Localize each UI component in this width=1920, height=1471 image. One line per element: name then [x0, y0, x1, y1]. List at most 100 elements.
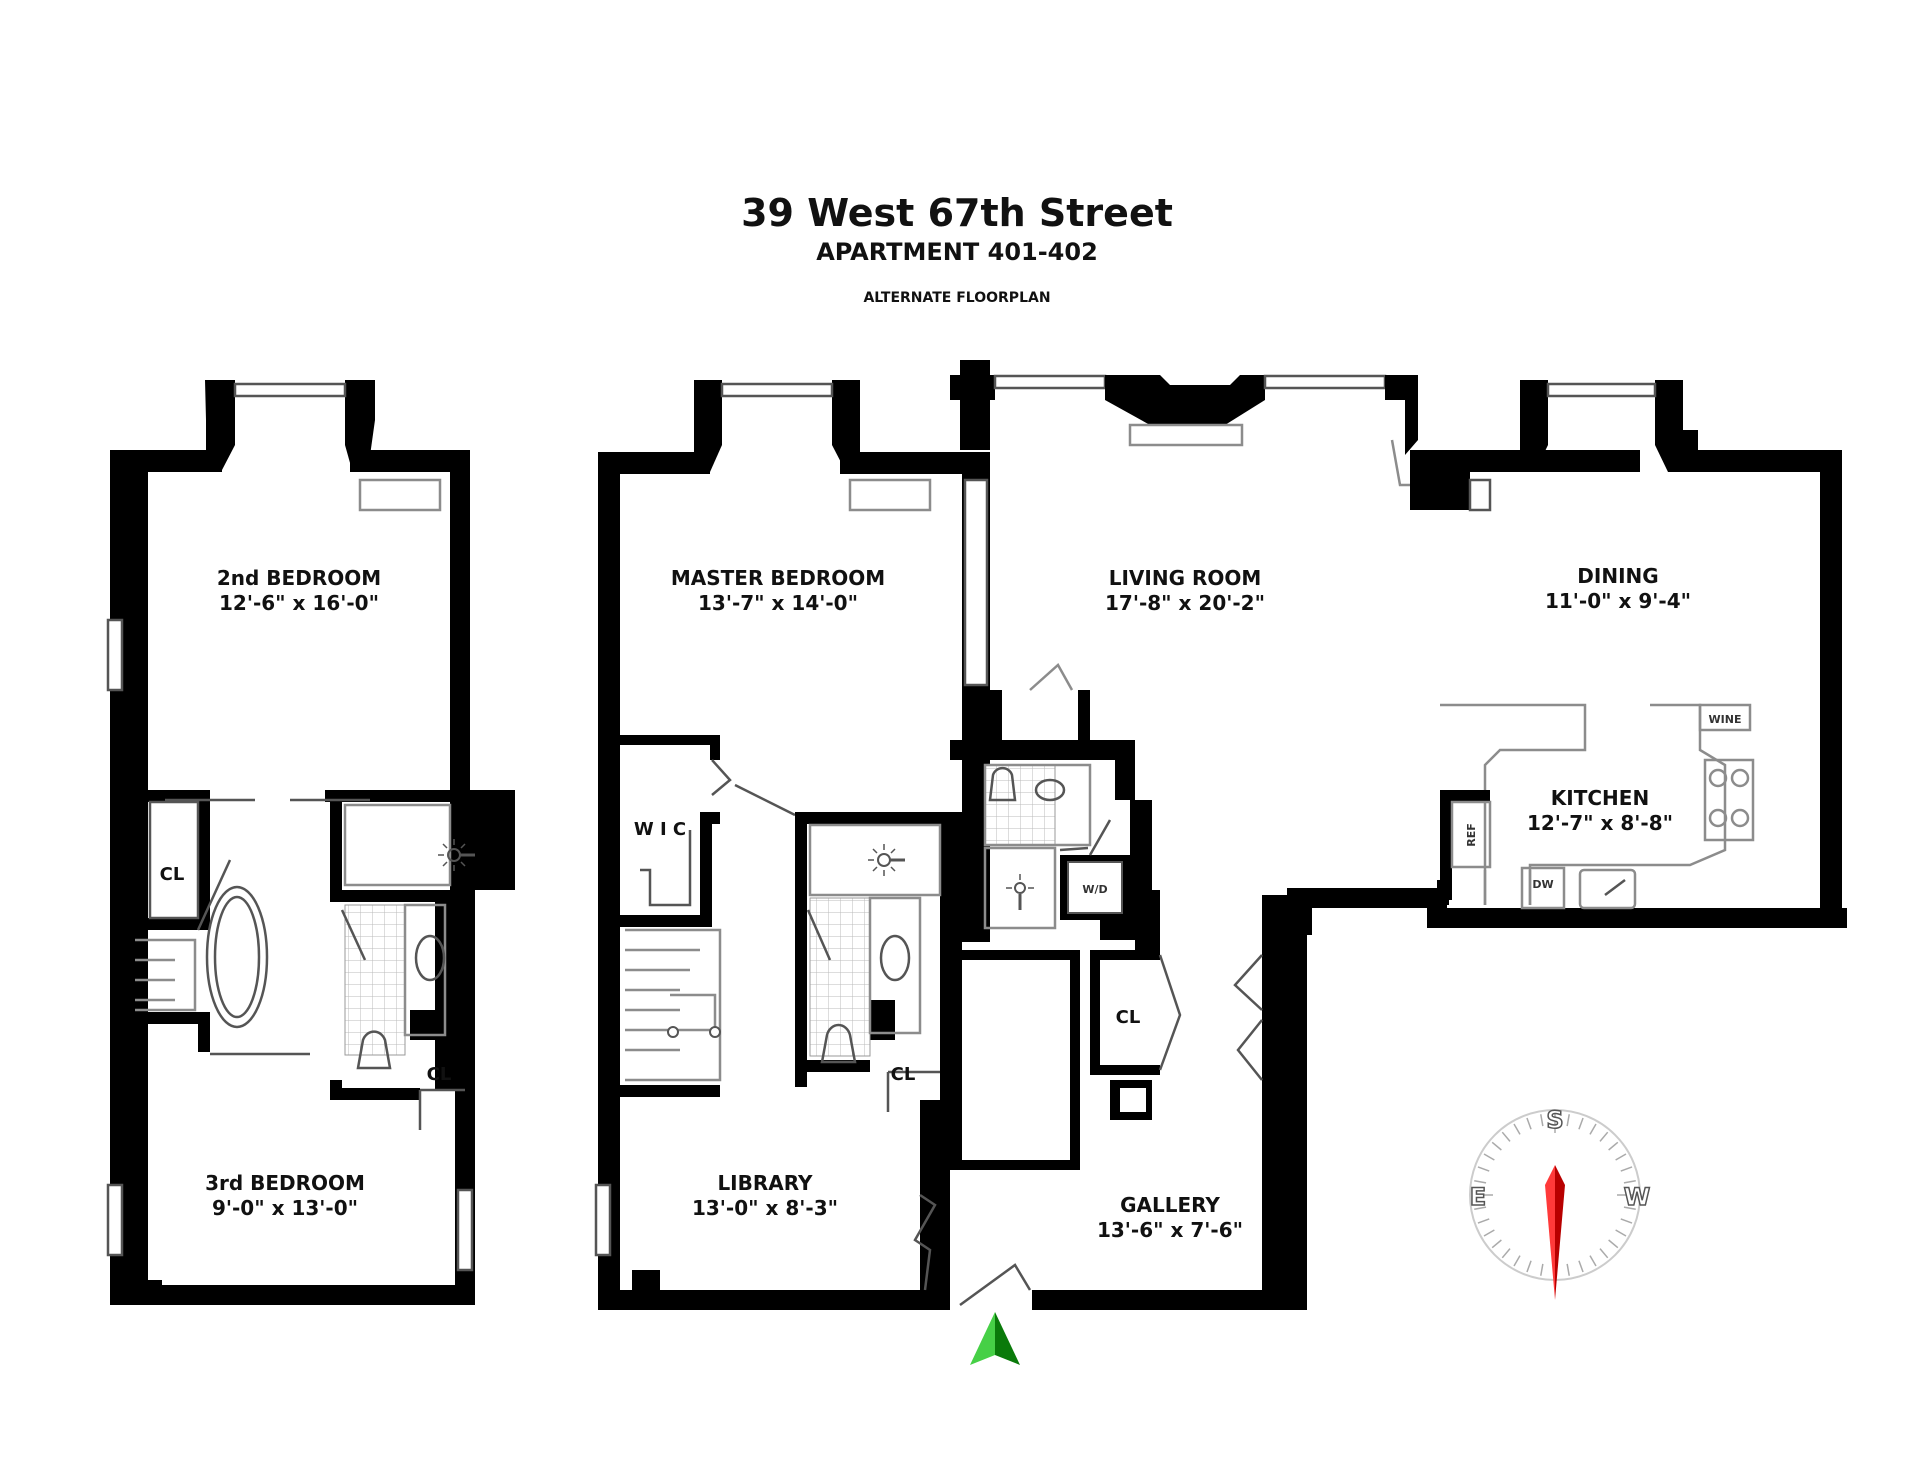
- wall: [598, 452, 620, 1308]
- door-swing: [340, 909, 367, 961]
- toilet-icon: [820, 1023, 857, 1064]
- wic-shelf: [640, 830, 692, 907]
- wall: [330, 1088, 420, 1100]
- compass-tick: [1615, 1229, 1627, 1237]
- compass-tick: [1526, 1117, 1532, 1130]
- counter: [1483, 870, 1532, 905]
- door-swing: [1158, 954, 1182, 1071]
- wall: [950, 940, 962, 1170]
- left-bottom-wall: [110, 1285, 475, 1305]
- wall: [1440, 790, 1490, 802]
- wall: [1460, 450, 1640, 472]
- window: [106, 618, 124, 692]
- room-name-2nd-bedroom: 2nd BEDROOM: [217, 566, 381, 590]
- wall: [1427, 908, 1847, 928]
- left-right-bump: [450, 790, 515, 890]
- wall: [1680, 450, 1842, 472]
- bath-floor: [984, 764, 1056, 846]
- stairs: [135, 938, 197, 1012]
- wall: [148, 1012, 198, 1024]
- compass-needle-shade: [1555, 1165, 1565, 1300]
- closet-label: CL: [891, 1064, 916, 1085]
- compass-tick: [1513, 1255, 1521, 1267]
- door-swing: [711, 759, 732, 796]
- room-name-kitchen: KITCHEN: [1551, 786, 1649, 810]
- room-name-3rd-bedroom: 3rd BEDROOM: [205, 1171, 365, 1195]
- entry-door: [959, 1263, 1032, 1307]
- burner-icon: [1708, 808, 1728, 828]
- shower: [343, 803, 452, 887]
- closet-label: CL: [427, 1064, 452, 1085]
- dw-label: DW: [1532, 878, 1553, 891]
- compass-tick: [1578, 1260, 1584, 1273]
- wall: [840, 452, 980, 474]
- room-dims-3rd-bedroom: 9'-0" x 13'-0": [212, 1196, 358, 1220]
- left-wall: [110, 450, 148, 1305]
- vanity: [983, 763, 1092, 847]
- wall: [1468, 478, 1492, 512]
- compass-tick: [1566, 1114, 1570, 1127]
- sink-icon: [1034, 778, 1066, 802]
- counter: [1440, 703, 1587, 905]
- compass-tick: [1474, 1206, 1487, 1210]
- wall: [700, 812, 712, 922]
- bathtub-inner: [213, 895, 261, 1019]
- vanity: [403, 903, 447, 1037]
- compass-tick: [1501, 1131, 1511, 1142]
- room-dims-library: 13'-0" x 8'-3": [692, 1196, 838, 1220]
- closet-label: CL: [1116, 1007, 1141, 1028]
- ref-label: REF: [1465, 823, 1478, 847]
- room-name-gallery: GALLERY: [1120, 1193, 1220, 1217]
- compass-tick: [1615, 1153, 1627, 1161]
- room-name-master-bedroom: MASTER BEDROOM: [671, 566, 885, 590]
- bath-floor: [344, 904, 406, 1056]
- wall: [330, 800, 342, 900]
- wall: [620, 915, 712, 927]
- compass-tick: [1578, 1117, 1584, 1130]
- wall: [1420, 480, 1470, 510]
- compass-tick: [1620, 1218, 1633, 1224]
- wall: [1070, 950, 1080, 1170]
- door-swing: [1059, 819, 1112, 856]
- bay: [1655, 380, 1683, 472]
- bay: [832, 380, 860, 472]
- compass-tick: [1589, 1123, 1597, 1135]
- column: [950, 375, 995, 440]
- compass-tick: [1608, 1141, 1619, 1151]
- compass-tick: [1474, 1180, 1487, 1184]
- bath-floor: [809, 897, 871, 1057]
- column: [1385, 375, 1418, 455]
- radiator: [848, 478, 932, 512]
- wall: [950, 740, 1135, 760]
- wall: [1090, 950, 1160, 960]
- vanity: [868, 896, 922, 1035]
- compass-tick: [1477, 1218, 1490, 1224]
- wall: [1820, 450, 1842, 928]
- sink-icon: [414, 934, 446, 982]
- room-name-living-room: LIVING ROOM: [1109, 566, 1262, 590]
- room-name-dining: DINING: [1577, 564, 1658, 588]
- wall: [198, 1012, 210, 1052]
- burner-icon: [1730, 808, 1750, 828]
- compass-tick: [1599, 1248, 1609, 1259]
- bathtub: [205, 885, 269, 1029]
- wall: [710, 735, 720, 760]
- bay-left-b: [345, 380, 375, 470]
- wine-cooler: [1698, 703, 1752, 732]
- left-top-wall-b: [350, 450, 470, 472]
- fireplace: [1105, 375, 1265, 425]
- shower-head-icon: [868, 844, 905, 876]
- washer-dryer-label: W/D: [1082, 883, 1107, 896]
- wall: [148, 918, 210, 930]
- column: [632, 1270, 660, 1290]
- wall: [795, 812, 807, 1087]
- compass-south: S: [1546, 1106, 1563, 1134]
- title: 39 West 67th Street: [741, 191, 1173, 235]
- window: [993, 374, 1107, 390]
- wic-label: W I C: [634, 819, 686, 840]
- door-swing: [913, 1193, 937, 1291]
- sink-icon: [1578, 868, 1637, 910]
- door-swing: [1029, 663, 1074, 691]
- stairs: [625, 928, 722, 1082]
- shower: [983, 846, 1057, 930]
